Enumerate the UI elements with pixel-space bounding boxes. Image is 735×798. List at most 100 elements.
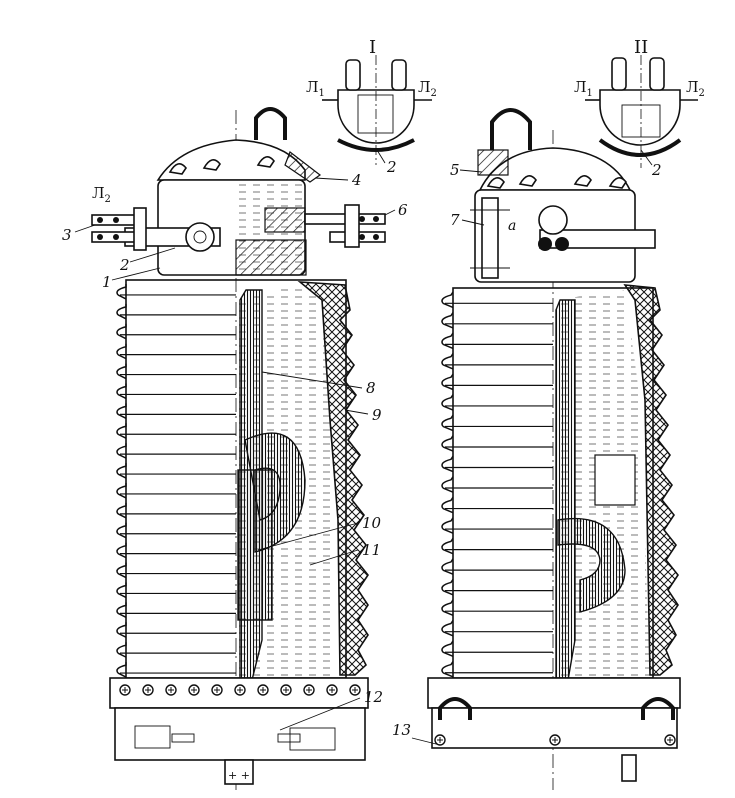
- detail-II-terminal-l2: Л2: [686, 78, 705, 99]
- terminal-label-l2: Л2: [418, 78, 437, 99]
- right-core-winding: [557, 517, 626, 613]
- left-head-plate: [235, 239, 307, 276]
- insulator-shed: [116, 622, 127, 638]
- insulator-shed: [116, 323, 127, 340]
- left-vent-hood: [168, 163, 187, 175]
- insulator-shed: [441, 353, 454, 370]
- insulator-shed: [441, 435, 454, 452]
- insulator-shed: [441, 640, 454, 658]
- insulator-shed: [441, 312, 454, 329]
- insulator-shed: [116, 443, 127, 459]
- base-bolt-cross: [237, 687, 243, 693]
- callout-6: 6: [398, 201, 408, 219]
- insulator-shed: [116, 383, 127, 400]
- callouts: 1 2 2 2 3 4 5 6 7 8 9 10 11 12 13: [62, 149, 662, 746]
- callout-1: 1: [102, 273, 112, 291]
- left-porcelain-wall: [297, 281, 369, 676]
- callout-13: 13: [392, 721, 411, 739]
- insulator-shed: [116, 423, 127, 439]
- callout-3: 3: [62, 226, 72, 244]
- callout-12: 12: [364, 688, 383, 706]
- terminal-label-l1: Л1: [306, 78, 325, 99]
- insulator-shed: [116, 463, 127, 479]
- insulator-shed: [441, 517, 454, 534]
- callout-5: 5: [450, 161, 460, 179]
- right-base-flange: [427, 677, 681, 709]
- right-expander-plug: [477, 149, 509, 176]
- insulator-shed: [441, 414, 454, 432]
- callout-4: 4: [351, 171, 362, 189]
- insulator-shed: [441, 394, 454, 411]
- insulator-shed: [116, 602, 127, 618]
- left-terminal-l2: [91, 207, 147, 251]
- base-bolt-cross: [437, 737, 443, 743]
- insulator-shed: [441, 496, 454, 514]
- base-bolt-cross: [667, 737, 673, 743]
- insulator-shed: [116, 522, 127, 539]
- left-lifting-eye: [254, 107, 287, 140]
- base-bolt-cross: [306, 687, 312, 693]
- insulator-shed: [441, 599, 454, 616]
- callout-2-detail-II: 2: [651, 161, 662, 179]
- insulator-shed: [116, 502, 127, 519]
- left-vent-hood: [256, 156, 275, 168]
- insulator-shed: [116, 284, 127, 300]
- insulator-shed: [441, 455, 454, 473]
- left-secondary-core: [237, 469, 273, 621]
- base-bolt-cross: [168, 687, 174, 693]
- insulator-shed: [441, 620, 454, 637]
- detail-II-label: II: [634, 37, 648, 58]
- insulator-shed: [441, 373, 454, 391]
- base-bolt-cross: [329, 687, 335, 693]
- right-base-lift-eye: [641, 697, 675, 720]
- insulator-shed: [441, 332, 454, 350]
- base-bolt-cross: [552, 737, 558, 743]
- callout-8: 8: [366, 379, 376, 397]
- base-bolt-cross: [214, 687, 220, 693]
- callout-9: 9: [372, 406, 382, 424]
- right-letter-a: a: [508, 218, 516, 234]
- base-bolt-cross: [283, 687, 289, 693]
- right-bushing-ring: [538, 205, 568, 235]
- callout-2-left: 2: [119, 256, 130, 274]
- left-view: + +: [91, 107, 386, 790]
- insulator-shed: [116, 303, 127, 320]
- callout-2-detail-I: 2: [386, 158, 397, 176]
- detail-II: II Л1 Л2: [574, 37, 705, 168]
- right-primary-conductor: [555, 299, 576, 681]
- right-base-stud: [621, 754, 637, 782]
- insulator-shed: [116, 542, 127, 559]
- insulator-shed: [441, 661, 454, 678]
- left-base-bolts: [119, 684, 361, 696]
- base-bolt-cross: [145, 687, 151, 693]
- insulator-shed: [116, 363, 127, 380]
- base-bolt-cross: [122, 687, 128, 693]
- insulator-shed: [441, 537, 454, 555]
- base-bolt-cross: [352, 687, 358, 693]
- base-bolt-cross: [260, 687, 266, 693]
- insulator-shed: [441, 578, 454, 596]
- insulator-shed: [116, 642, 127, 658]
- insulator-shed: [116, 562, 127, 579]
- right-lifting-eye: [490, 108, 532, 150]
- detail-I-label: I: [369, 37, 376, 58]
- left-vent-hood: [202, 159, 221, 171]
- callout-10: 10: [362, 514, 382, 532]
- left-bushing-ring: [185, 222, 215, 252]
- base-bolt-cross: [191, 687, 197, 693]
- insulator-shed: [441, 291, 454, 309]
- right-porcelain-wall: [623, 284, 679, 676]
- right-window: [594, 454, 636, 506]
- callout-7: 7: [450, 211, 460, 229]
- insulator-shed: [441, 476, 454, 493]
- callout-11: 11: [362, 541, 381, 559]
- left-base-box: [114, 707, 366, 761]
- left-terminal-label-l2: Л2: [92, 184, 111, 205]
- detail-I: I Л1 Л2: [306, 37, 437, 165]
- right-gauge-rod: [481, 197, 499, 279]
- insulator-shed: [441, 558, 454, 575]
- insulator-shed: [116, 343, 127, 360]
- right-base-lift-eye: [438, 697, 472, 720]
- insulator-shed: [116, 483, 127, 499]
